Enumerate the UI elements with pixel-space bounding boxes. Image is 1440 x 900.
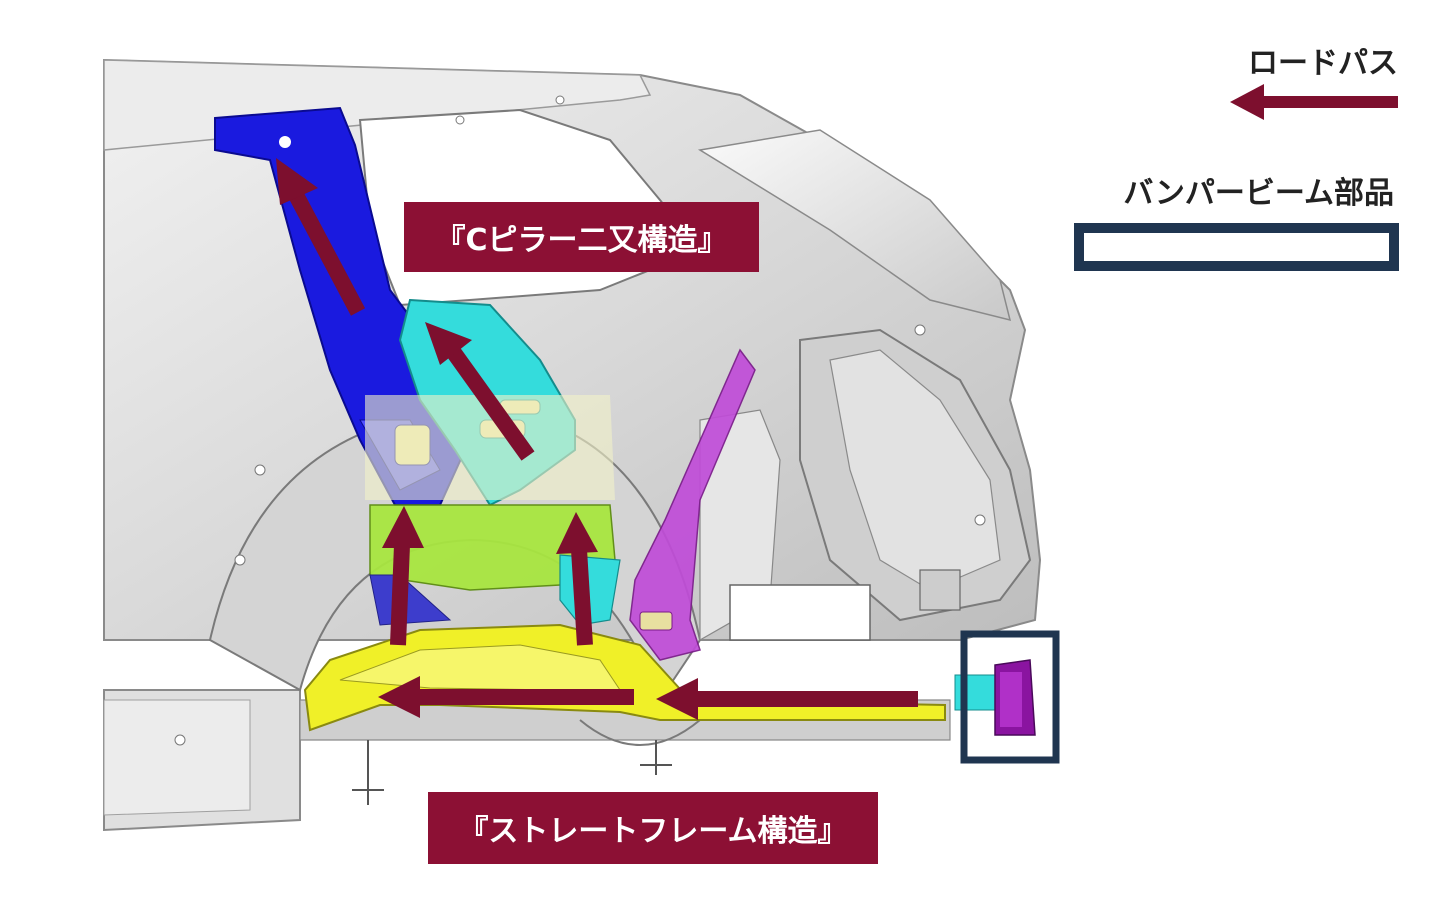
load-path-arrow-vertical-left [382,506,424,646]
load-path-arrow-c-pillar [276,158,366,316]
bumper-beam-highlight-box [960,630,1060,764]
load-path-arrow-frame-right [656,678,918,720]
green-wheelhouse-part [365,395,616,591]
c-pillar-structure-label: 『Cピラー二又構造』 [404,202,759,272]
load-path-arrow-cyan [425,322,535,461]
legend-bumper-beam-box [1074,223,1399,271]
magenta-brace-part [629,348,756,661]
load-path-arrow-vertical-right [556,512,598,646]
legend-bumper-beam-text: バンパービーム部品 [1123,176,1394,211]
blue-lower-part [369,574,452,626]
legend [1074,84,1399,271]
load-path-arrow-frame-left [378,676,634,718]
legend-load-path-arrow [1230,84,1398,120]
straight-frame-structure-label: 『ストレートフレーム構造』 [428,792,878,864]
load-path-arrows [276,158,918,720]
legend-load-path-text: ロードパス [1248,46,1398,81]
